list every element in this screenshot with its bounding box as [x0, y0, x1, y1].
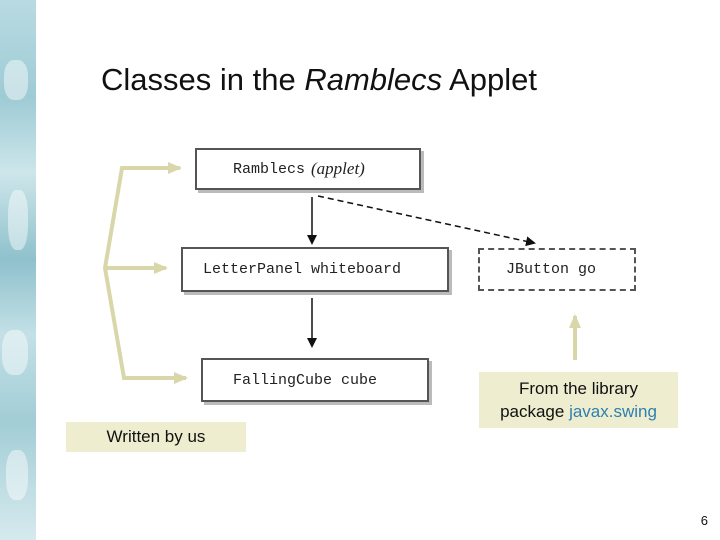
library-note-prefix: package [500, 402, 570, 421]
page-number: 6 [700, 513, 708, 528]
title-italic: Ramblecs [304, 62, 443, 97]
library-package-name: javax.swing [569, 402, 657, 421]
title-prefix: Classes in the [101, 62, 305, 97]
decorative-blob [4, 60, 28, 100]
class-box-letterpanel: LetterPanel whiteboard [181, 247, 449, 292]
library-note-line2: package javax.swing [479, 400, 678, 423]
decorative-blob [8, 190, 28, 250]
class-box-fallingcube: FallingCube cube [201, 358, 429, 402]
class-box-jbutton: JButton go [478, 248, 636, 291]
decorative-blob [2, 330, 28, 375]
class-name-jbutton: JButton go [506, 261, 597, 278]
library-note: From the library package javax.swing [479, 372, 678, 428]
class-name-ramblecs: Ramblecs [233, 160, 306, 178]
slide-title: Classes in the Ramblecs Applet [101, 62, 537, 98]
decorative-blob [6, 450, 28, 500]
class-name-fallingcube: FallingCube cube [233, 371, 378, 389]
decorative-side-strip [0, 0, 36, 540]
class-box-ramblecs: Ramblecs (applet) [195, 148, 421, 190]
class-name-letterpanel: LetterPanel whiteboard [203, 261, 402, 278]
written-by-us-label: Written by us [106, 427, 206, 446]
written-by-us-bracket [102, 166, 178, 380]
bracket-curve [102, 166, 178, 380]
library-note-line1: From the library [518, 379, 639, 398]
class-note-applet: (applet) [311, 159, 365, 178]
title-suffix: Applet [442, 62, 537, 97]
written-by-us-note: Written by us [66, 422, 246, 452]
arrow-ramblecs-to-jbutton [317, 195, 536, 247]
